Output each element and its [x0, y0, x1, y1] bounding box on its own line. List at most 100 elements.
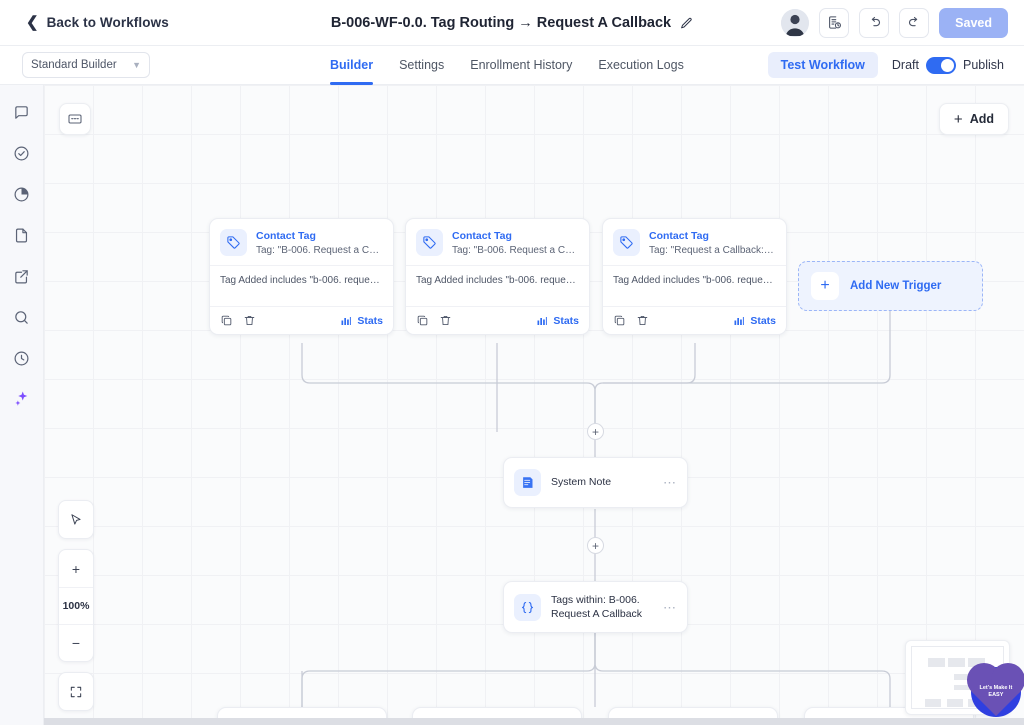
trash-icon[interactable]: [439, 314, 452, 327]
minimap-block: [948, 657, 965, 667]
minimap-block: [953, 674, 971, 680]
file-icon[interactable]: [9, 222, 35, 248]
workflow-title: B-006-WF-0.0. Tag Routing → Request A Ca…: [330, 15, 672, 31]
duplicate-icon[interactable]: [220, 314, 233, 327]
stats-link[interactable]: Stats: [733, 315, 776, 327]
trigger-title: Contact Tag: [452, 230, 512, 242]
minimap-block: [968, 657, 985, 667]
undo-button[interactable]: [859, 7, 890, 38]
add-new-trigger-label: Add New Trigger: [850, 280, 942, 292]
trigger-title: Contact Tag: [256, 230, 316, 242]
pencil-icon[interactable]: [680, 17, 693, 30]
publish-toggle-group: Draft Publish: [891, 56, 1004, 74]
fit-screen-icon[interactable]: [59, 673, 93, 710]
bar-chart-icon: [341, 316, 352, 325]
trigger-footer: Stats: [210, 307, 393, 334]
top-header-bar: ❮ Back to Workflows B-006-WF-0.0. Tag Ro…: [0, 0, 1024, 46]
workflow-canvas[interactable]: + + + Add + 100% −: [44, 85, 1024, 725]
trash-icon[interactable]: [243, 314, 256, 327]
version-history-button[interactable]: [819, 7, 850, 38]
duplicate-icon[interactable]: [613, 314, 626, 327]
subbar-actions: Test Workflow Draft Publish: [767, 52, 1004, 78]
node-tags-within[interactable]: Tags within: B-006. Request A Callback ⋯: [503, 581, 688, 634]
trigger-condition: Tag Added includes "b-006. request a c..…: [406, 265, 589, 307]
trigger-card[interactable]: Contact Tag Tag: "Request a Callback: Pe…: [602, 218, 787, 335]
tag-icon: [613, 229, 640, 256]
trigger-footer: Stats: [406, 307, 589, 334]
node-label: System Note: [551, 476, 612, 489]
node-label: Tags within: B-006. Request A Callback: [551, 594, 643, 621]
pie-chart-icon[interactable]: [9, 181, 35, 207]
chat-bubble-icon[interactable]: [9, 99, 35, 125]
redo-button[interactable]: [899, 7, 930, 38]
trash-icon[interactable]: [636, 314, 649, 327]
promo-badge[interactable]: Let's Make It EASY: [971, 667, 1021, 717]
back-to-workflows-label: Back to Workflows: [46, 15, 169, 30]
cursor-tool-box: [58, 500, 94, 539]
note-action-icon: [514, 469, 541, 496]
node-menu-icon[interactable]: ⋯: [663, 475, 677, 490]
cursor-arrow-icon[interactable]: [59, 501, 93, 538]
trigger-footer: Stats: [603, 307, 786, 334]
trigger-card[interactable]: Contact Tag Tag: "B-006. Request a Callb…: [405, 218, 590, 335]
node-system-note[interactable]: System Note ⋯: [503, 457, 688, 508]
search-icon[interactable]: [9, 304, 35, 330]
trigger-texts: Contact Tag Tag: "B-006. Request a Callb…: [452, 229, 579, 256]
zoom-level-label: 100%: [59, 587, 93, 624]
tag-icon: [416, 229, 443, 256]
zoom-in-button[interactable]: +: [71, 560, 81, 577]
main-tabs: Builder Settings Enrollment History Exec…: [330, 46, 684, 85]
tab-builder[interactable]: Builder: [330, 46, 374, 85]
chevron-down-icon: ▼: [132, 60, 141, 70]
check-circle-icon[interactable]: [9, 140, 35, 166]
duplicate-icon[interactable]: [416, 314, 429, 327]
fit-screen-box: [58, 672, 94, 711]
tab-settings[interactable]: Settings: [399, 58, 445, 72]
external-link-icon[interactable]: [9, 263, 35, 289]
publish-label: Publish: [963, 58, 1004, 72]
builder-mode-select[interactable]: Standard Builder ▼: [22, 52, 150, 78]
trigger-condition: Tag Added includes "b-006. request a c..…: [210, 265, 393, 307]
tab-execution-logs[interactable]: Execution Logs: [598, 58, 684, 72]
minimap-block: [946, 699, 963, 707]
promo-badge-label: Let's Make It EASY: [979, 685, 1013, 698]
left-icon-rail: [0, 85, 44, 725]
stats-label: Stats: [750, 314, 776, 327]
trigger-title: Contact Tag: [649, 230, 709, 242]
bar-chart-icon: [734, 316, 745, 325]
trigger-subtitle: Tag: "B-006. Request a Callbac...: [256, 245, 383, 256]
add-step-plus-2[interactable]: +: [587, 537, 604, 554]
back-to-workflows-link[interactable]: ❮ Back to Workflows: [26, 15, 169, 30]
sticky-note-icon[interactable]: [59, 103, 91, 135]
add-step-plus-1[interactable]: +: [587, 423, 604, 440]
stats-link[interactable]: Stats: [340, 315, 383, 327]
chevron-left-icon: ❮: [26, 14, 39, 31]
plus-icon: +: [811, 272, 839, 300]
tab-enrollment-history[interactable]: Enrollment History: [470, 58, 573, 72]
toggle-knob: [941, 58, 954, 72]
minimap-block: [953, 684, 971, 691]
save-button[interactable]: Saved: [939, 7, 1008, 38]
sub-header-bar: Standard Builder ▼ Builder Settings Enro…: [0, 46, 1024, 85]
zoom-out-button[interactable]: −: [59, 624, 93, 661]
test-workflow-button[interactable]: Test Workflow: [767, 52, 878, 78]
trigger-card[interactable]: Contact Tag Tag: "B-006. Request a Callb…: [209, 218, 394, 335]
clock-icon[interactable]: [9, 345, 35, 371]
code-braces-icon: [514, 593, 541, 621]
draft-label: Draft: [891, 58, 919, 72]
stats-label: Stats: [357, 314, 383, 327]
add-button[interactable]: + Add: [938, 103, 1009, 135]
minimap[interactable]: Let's Make It EASY: [905, 640, 1021, 717]
node-menu-icon[interactable]: ⋯: [663, 599, 677, 615]
add-button-label: Add: [969, 112, 994, 126]
publish-toggle[interactable]: [926, 56, 956, 74]
add-new-trigger-button[interactable]: + Add New Trigger: [798, 261, 983, 311]
trigger-subtitle: Tag: "B-006. Request a Callbac...: [452, 245, 579, 256]
horizontal-scrollbar[interactable]: [44, 718, 1024, 725]
trigger-subtitle: Tag: "Request a Callback: Pen...: [649, 245, 776, 256]
stats-link[interactable]: Stats: [536, 315, 579, 327]
sparkle-icon[interactable]: [9, 386, 35, 412]
avatar[interactable]: [781, 8, 810, 37]
header-actions: Saved: [781, 7, 1008, 38]
trigger-header: Contact Tag Tag: "B-006. Request a Callb…: [210, 219, 393, 265]
